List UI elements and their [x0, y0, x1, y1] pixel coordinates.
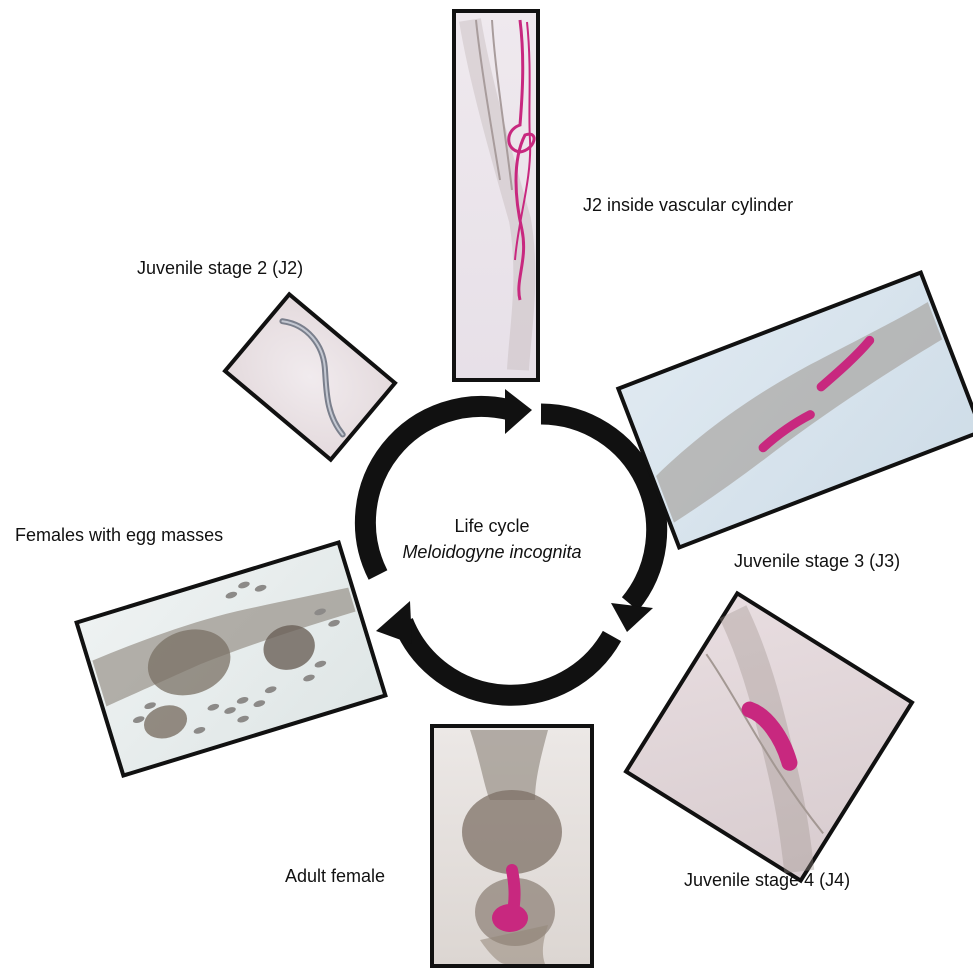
arrowhead-top — [505, 389, 532, 434]
label-j3: Juvenile stage 3 (J3) — [734, 551, 900, 572]
adult-gall-upper — [462, 790, 562, 874]
cycle-arrow-bottom — [403, 622, 612, 695]
arrowhead-right — [611, 603, 653, 632]
label-adult-female: Adult female — [285, 866, 385, 887]
arrowhead-bottom — [376, 601, 412, 644]
egg-masses-micrograph — [77, 542, 386, 775]
j3-micrograph — [618, 273, 973, 548]
adult-micrograph — [432, 726, 592, 966]
label-egg-masses: Females with egg masses — [15, 525, 223, 546]
vascular-micrograph — [454, 11, 538, 380]
label-j4: Juvenile stage 4 (J4) — [684, 870, 850, 891]
j2-micrograph — [225, 294, 395, 459]
label-j2: Juvenile stage 2 (J2) — [137, 258, 303, 279]
label-j2-vascular: J2 inside vascular cylinder — [583, 195, 793, 216]
j4-micrograph — [626, 593, 912, 880]
cycle-title: Life cycle — [392, 513, 592, 539]
species-name: Meloidogyne incognita — [392, 539, 592, 565]
cycle-center-text: Life cycle Meloidogyne incognita — [392, 513, 592, 565]
